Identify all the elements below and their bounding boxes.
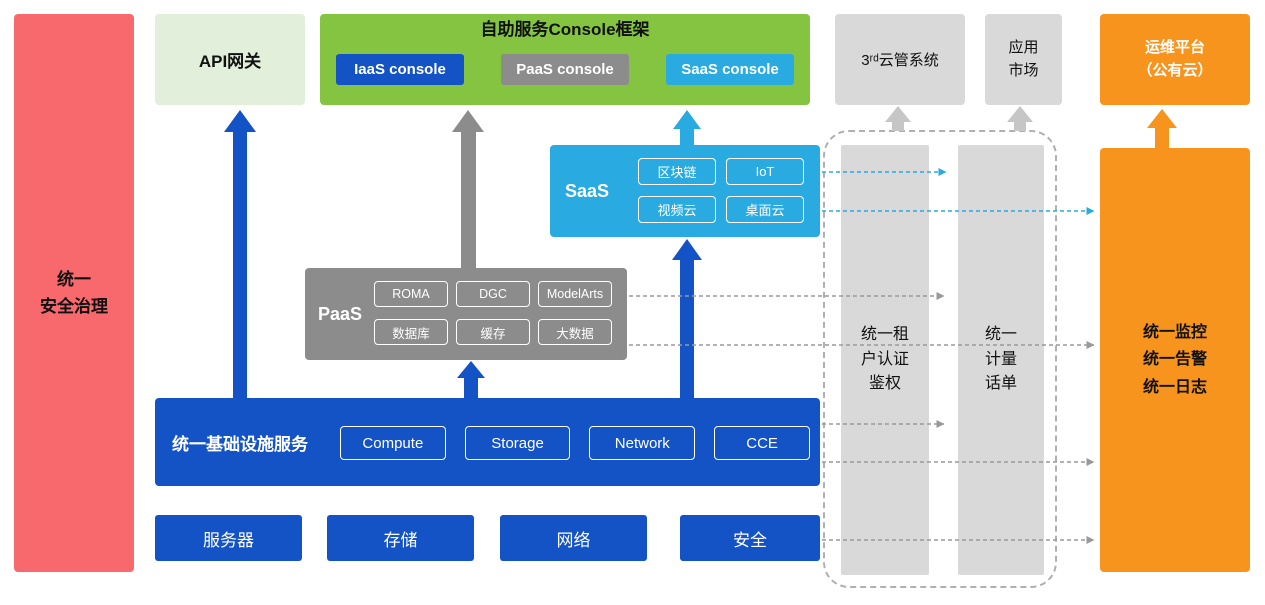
saas-item: 视频云 <box>638 196 716 223</box>
paas-item: ModelArts <box>538 281 612 307</box>
third-party-cloud-box: 3ʳᵈ云管系统 <box>835 14 965 105</box>
paas-item: 大数据 <box>538 319 612 345</box>
hardware-box-storage: 存储 <box>327 515 474 561</box>
saas-label: SaaS <box>565 180 610 201</box>
arrow-infra-to-paas <box>457 361 485 398</box>
arrow-saas-to-console <box>673 110 701 145</box>
metering-billing-bar: 统一 计量 话单 <box>958 145 1044 575</box>
paas-item: 数据库 <box>374 319 448 345</box>
paas-item: 缓存 <box>456 319 530 345</box>
infrastructure-label: 统一基础设施服务 <box>172 434 308 454</box>
saas-items-grid: 区块链 IoT 视频云 桌面云 <box>638 158 808 224</box>
infra-item: CCE <box>714 426 810 460</box>
infrastructure-items-grid: Compute Storage Network CCE <box>340 426 810 460</box>
hardware-box-server: 服务器 <box>155 515 302 561</box>
hardware-box-security: 安全 <box>680 515 820 561</box>
console-frame-title: 自助服务Console框架 <box>480 19 650 39</box>
saas-box <box>550 145 820 237</box>
tenant-auth-bar: 统一租 户认证 鉴权 <box>841 145 929 575</box>
tenant-services-dashed-container <box>823 130 1057 588</box>
paas-item: ROMA <box>374 281 448 307</box>
arrow-infra-to-api-gateway <box>224 110 256 398</box>
arrow-to-app-market <box>1007 106 1033 131</box>
saas-item: 桌面云 <box>726 196 804 223</box>
arrow-to-third-cloud <box>885 106 911 131</box>
iaas-console-chip: IaaS console <box>336 54 464 85</box>
infrastructure-box <box>155 398 820 486</box>
security-governance-bar: 统一 安全治理 <box>14 14 134 572</box>
hardware-box-network: 网络 <box>500 515 647 561</box>
paas-console-chip: PaaS console <box>501 54 629 85</box>
app-market-box: 应用 市场 <box>985 14 1062 105</box>
api-gateway-box: API网关 <box>155 14 305 105</box>
arrow-infra-to-saas <box>672 239 702 398</box>
om-platform-box: 运维平台 （公有云） <box>1100 14 1250 105</box>
saas-item: 区块链 <box>638 158 716 185</box>
monitor-alarm-log-bar: 统一监控 统一告警 统一日志 <box>1100 148 1250 572</box>
infra-item: Network <box>589 426 696 460</box>
infra-item: Storage <box>464 426 571 460</box>
paas-items-grid: ROMA DGC ModelArts 数据库 缓存 大数据 <box>374 281 616 347</box>
saas-console-chip: SaaS console <box>666 54 794 85</box>
saas-item: IoT <box>726 158 804 185</box>
paas-item: DGC <box>456 281 530 307</box>
arrow-paas-to-console <box>452 110 484 268</box>
infra-item: Compute <box>340 426 446 460</box>
arrow-to-om-platform <box>1147 109 1177 148</box>
paas-label: PaaS <box>318 303 363 324</box>
